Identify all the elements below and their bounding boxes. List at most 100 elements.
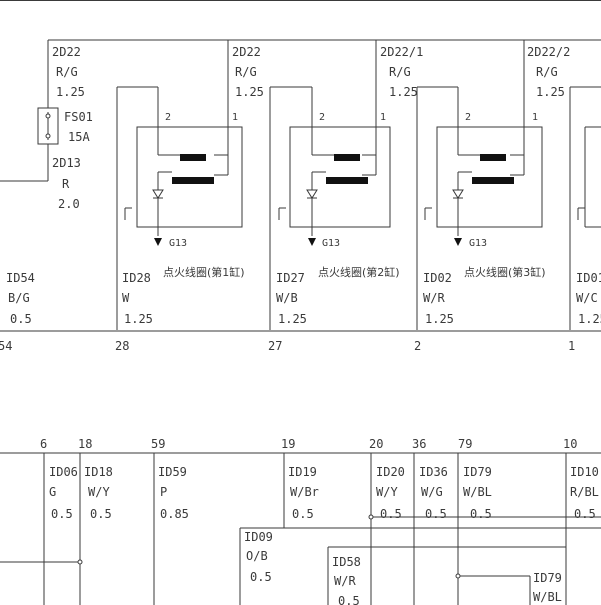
svg-text:0.5: 0.5	[574, 507, 596, 521]
svg-text:27: 27	[268, 339, 282, 353]
svg-text:O/B: O/B	[246, 549, 268, 563]
coil-1-labels: 2 1 G13 点火线圈(第1缸)	[163, 112, 245, 279]
svg-text:ID20: ID20	[376, 465, 405, 479]
coil-box-2	[269, 86, 391, 330]
svg-text:1: 1	[568, 339, 575, 353]
coil-3-labels: 2 1 G13 点火线圈(第3缸)	[464, 112, 546, 279]
svg-text:1.25: 1.25	[124, 312, 153, 326]
svg-text:15A: 15A	[68, 130, 90, 144]
svg-text:W/G: W/G	[421, 485, 443, 499]
lower-wire-ID79: ID79 W/BL	[533, 571, 562, 604]
svg-text:点火线圈(第1缸): 点火线圈(第1缸)	[163, 265, 245, 279]
svg-text:20: 20	[369, 437, 383, 451]
svg-text:2: 2	[319, 112, 325, 123]
svg-text:ID06: ID06	[49, 465, 78, 479]
fuse-fs01	[0, 107, 59, 182]
svg-text:1: 1	[532, 112, 538, 123]
svg-text:ID19: ID19	[288, 465, 317, 479]
svg-text:1.25: 1.25	[389, 85, 418, 99]
svg-text:W/B: W/B	[276, 291, 298, 305]
svg-text:B/G: B/G	[8, 291, 30, 305]
svg-text:R/G: R/G	[389, 65, 411, 79]
svg-text:0.5: 0.5	[380, 507, 402, 521]
svg-text:G: G	[49, 485, 56, 499]
mid-wire-ID01: ID01 W/C 1.25 1	[568, 271, 601, 353]
top-wire-label-2: 2D22 R/G 1.25	[232, 45, 264, 99]
svg-text:0.5: 0.5	[250, 570, 272, 584]
svg-text:0.5: 0.5	[470, 507, 492, 521]
svg-text:0.5: 0.5	[51, 507, 73, 521]
svg-text:ID36: ID36	[419, 465, 448, 479]
lower-wire-ID09: ID09 O/B 0.5	[244, 530, 273, 584]
svg-text:P: P	[160, 485, 167, 499]
svg-text:36: 36	[412, 437, 426, 451]
svg-text:点火线圈(第3缸): 点火线圈(第3缸)	[464, 265, 546, 279]
svg-text:6: 6	[40, 437, 47, 451]
svg-text:R/BL: R/BL	[570, 485, 599, 499]
svg-text:2D22: 2D22	[232, 45, 261, 59]
svg-text:W/Y: W/Y	[88, 485, 110, 499]
svg-text:ID18: ID18	[84, 465, 113, 479]
svg-text:W: W	[122, 291, 130, 305]
svg-text:0.5: 0.5	[425, 507, 447, 521]
bottom-wire-ID36: 36 ID36 W/G 0.5	[412, 437, 448, 521]
svg-text:W/BL: W/BL	[533, 590, 562, 604]
bottom-wire-ID19: 19 ID19 W/Br 0.5	[281, 437, 319, 521]
lower-wire-ID58: ID58 W/R 0.5	[332, 555, 361, 605]
svg-text:1.25: 1.25	[278, 312, 307, 326]
svg-text:W/R: W/R	[334, 574, 356, 588]
svg-text:0.85: 0.85	[160, 507, 189, 521]
svg-text:G13: G13	[169, 238, 187, 249]
svg-text:59: 59	[151, 437, 165, 451]
svg-text:ID27: ID27	[276, 271, 305, 285]
bottom-wire-ID10: 10 ID10 R/BL 0.5	[563, 437, 599, 521]
fuse-labels: FS01 15A 2D13 R 2.0	[52, 110, 93, 211]
svg-text:19: 19	[281, 437, 295, 451]
svg-text:1.25: 1.25	[578, 312, 601, 326]
svg-text:W/C: W/C	[576, 291, 598, 305]
svg-text:28: 28	[115, 339, 129, 353]
svg-text:W/BL: W/BL	[463, 485, 492, 499]
svg-text:79: 79	[458, 437, 472, 451]
svg-text:2: 2	[465, 112, 471, 123]
svg-text:2D22/1: 2D22/1	[380, 45, 423, 59]
svg-text:W/R: W/R	[423, 291, 445, 305]
svg-text:54: 54	[0, 339, 12, 353]
svg-text:W/Br: W/Br	[290, 485, 319, 499]
svg-text:R/G: R/G	[536, 65, 558, 79]
svg-text:R/G: R/G	[235, 65, 257, 79]
mid-wire-ID27: ID27 W/B 1.25 27	[268, 271, 307, 353]
svg-text:2D22: 2D22	[52, 45, 81, 59]
bottom-wire-ID06: 6 ID06 G 0.5	[40, 437, 78, 521]
svg-text:ID59: ID59	[158, 465, 187, 479]
svg-text:ID58: ID58	[332, 555, 361, 569]
svg-text:FS01: FS01	[64, 110, 93, 124]
svg-text:0.5: 0.5	[10, 312, 32, 326]
mid-wire-ID02: ID02 W/R 1.25 2	[414, 271, 454, 353]
svg-text:2D22/2: 2D22/2	[527, 45, 570, 59]
svg-text:ID28: ID28	[122, 271, 151, 285]
top-wire-label-3: 2D22/1 R/G 1.25	[380, 45, 423, 99]
svg-text:1.25: 1.25	[536, 85, 565, 99]
svg-text:2: 2	[414, 339, 421, 353]
mid-wire-ID28: ID28 W 1.25 28	[115, 271, 153, 353]
svg-text:2.0: 2.0	[58, 197, 80, 211]
svg-text:ID02: ID02	[423, 271, 452, 285]
svg-text:ID09: ID09	[244, 530, 273, 544]
svg-text:G13: G13	[322, 238, 340, 249]
svg-text:18: 18	[78, 437, 92, 451]
svg-text:R: R	[62, 177, 70, 191]
svg-text:1.25: 1.25	[425, 312, 454, 326]
svg-text:1.25: 1.25	[235, 85, 264, 99]
svg-text:2: 2	[165, 112, 171, 123]
svg-text:0.5: 0.5	[90, 507, 112, 521]
bottom-wire-ID59: 59 ID59 P 0.85	[151, 437, 189, 521]
svg-text:ID10: ID10	[570, 465, 599, 479]
svg-text:10: 10	[563, 437, 577, 451]
top-wire-label-1: 2D22 R/G 1.25	[52, 45, 85, 99]
coil-box-3	[416, 86, 543, 330]
bottom-wire-ID20: 20 ID20 W/Y 0.5	[369, 437, 405, 521]
svg-text:点火线圈(第2缸): 点火线圈(第2缸)	[318, 265, 400, 279]
